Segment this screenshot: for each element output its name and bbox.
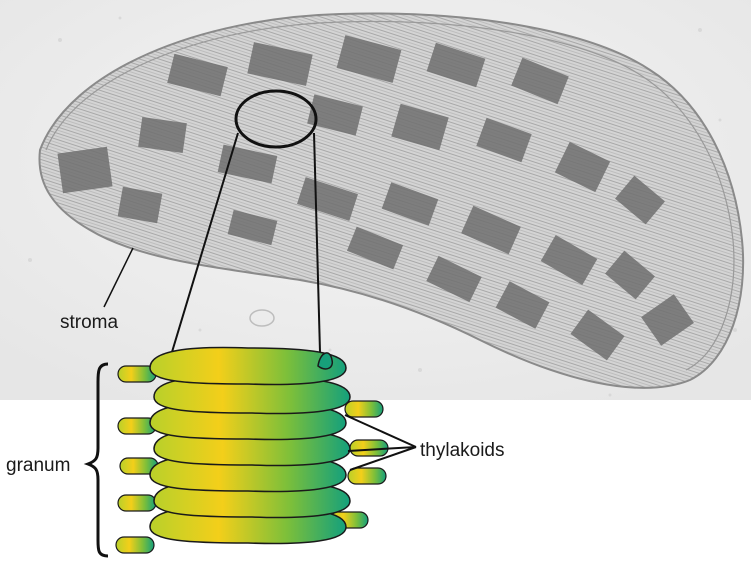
granum-block [138,117,187,153]
stroma-label: stroma [60,313,118,332]
stroma-lamella [116,537,154,553]
thylakoids-label: thylakoids [420,441,505,460]
granum-block [57,147,112,194]
stroma-lamella [345,401,383,417]
thylakoid-disc [150,348,346,385]
granum-label: granum [6,456,70,475]
stroma-lamella [348,468,386,484]
micrograph [0,0,751,400]
stroma-lamella [118,495,156,511]
